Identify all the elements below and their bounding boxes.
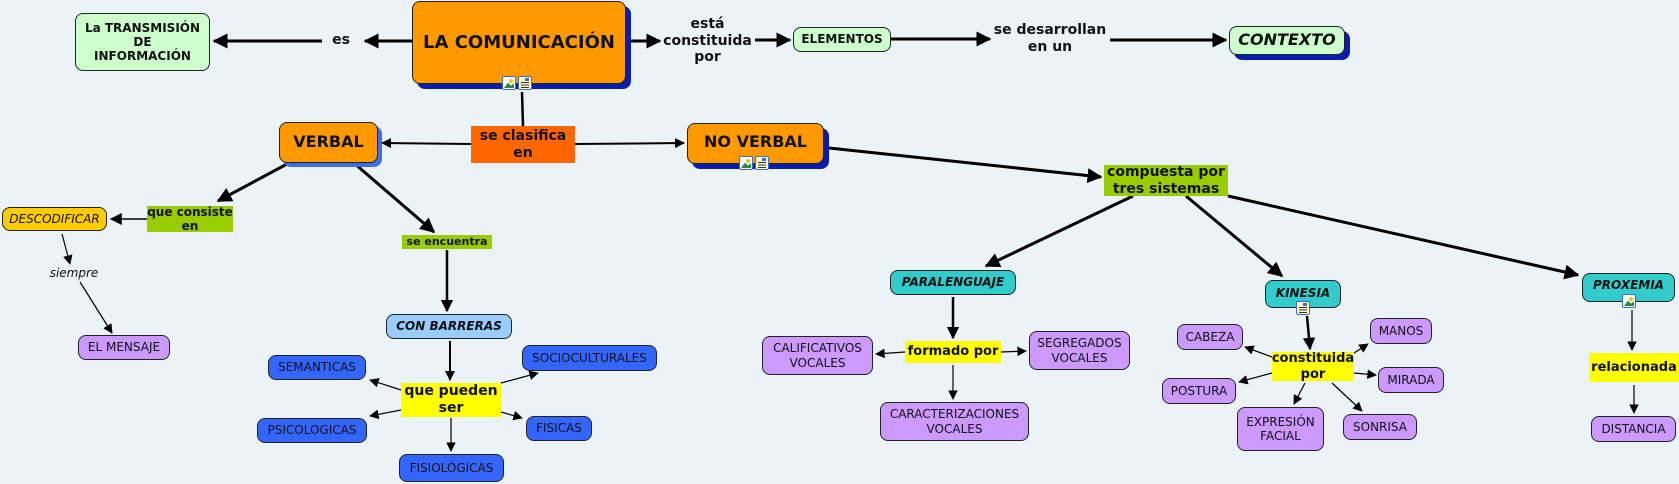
concept-con-barreras[interactable]: CON BARRERAS <box>386 314 512 339</box>
edge-compuesta-paralenguaje <box>984 194 1134 268</box>
concept-elementos[interactable]: ELEMENTOS <box>793 27 891 52</box>
phrase-constituida-por: constituida por <box>1271 351 1355 382</box>
concept-calificativos-vocales[interactable]: CALIFICATIVOS VOCALES <box>762 336 873 375</box>
phrase-que-consiste-en: que consiste en <box>147 204 233 233</box>
no-verbal-resources <box>739 156 769 170</box>
concept-caracterizaciones-vocales[interactable]: CARACTERIZACIONES VOCALES <box>880 402 1029 441</box>
concept-contexto[interactable]: CONTEXTO <box>1229 26 1345 55</box>
edge-compuesta-proxemia <box>1227 194 1580 280</box>
concept-semanticas[interactable]: SEMANTICAS <box>268 355 366 380</box>
concept-cabeza[interactable]: CABEZA <box>1177 324 1243 350</box>
phrase-esta-constituida-por: está constituida por <box>663 16 752 66</box>
kinesia-resources <box>1296 301 1310 315</box>
phrase-se-desarrollan-en-un: se desarrollan en un <box>993 22 1107 55</box>
edge-pueden-fisicas <box>500 411 523 421</box>
concept-segregados-vocales[interactable]: SEGREGADOS VOCALES <box>1029 331 1130 370</box>
concept-distancia[interactable]: DISTANCIA <box>1591 416 1676 442</box>
document-icon[interactable] <box>1296 301 1310 315</box>
concept-paralenguaje[interactable]: PARALENGUAJE <box>890 270 1016 295</box>
edge-clasifica-verbal <box>381 138 472 149</box>
concept-la-comunicacion[interactable]: LA COMUNICACIÓN <box>412 1 626 84</box>
image-icon[interactable] <box>739 156 753 170</box>
proxemia-resources <box>1622 294 1636 308</box>
edge-constituida-manos <box>1353 343 1369 354</box>
edge-pueden-socioculturales <box>500 370 539 384</box>
document-icon[interactable] <box>518 76 532 90</box>
phrase-es: es <box>332 31 350 48</box>
edge-noverbal-compuesta <box>828 146 1103 184</box>
phrase-se-clasifica-en: se clasifica en <box>471 126 575 163</box>
concept-mirada[interactable]: MIRADA <box>1378 367 1444 393</box>
document-icon[interactable] <box>755 156 769 170</box>
edge-constituida-postura <box>1238 372 1273 385</box>
phrase-compuesta-por-tres-sistemas: compuesta por tres sistemas <box>1104 164 1228 197</box>
edge-constituida-mirada <box>1353 369 1377 379</box>
edge-compuesta-kinesia <box>1185 194 1284 278</box>
edge-constituida-sonrisa <box>1331 382 1363 412</box>
concept-fisiologicas[interactable]: FISIOLÓGICAS <box>399 454 504 482</box>
edge-formado-segregados <box>1000 346 1027 357</box>
edge-siempre-mensaje <box>79 281 113 334</box>
edge-pueden-semanticas <box>369 378 402 391</box>
concept-fisicas[interactable]: FISICAS <box>526 416 592 441</box>
edge-kinesia-constituida <box>1302 315 1316 351</box>
edge-comunicacion-clasifica <box>520 91 525 127</box>
image-icon[interactable] <box>1622 294 1636 308</box>
concept-psicologicas[interactable]: PSICOLOGICAS <box>257 418 367 443</box>
phrase-formado-por: formado por <box>905 341 1001 363</box>
concept-socioculturales[interactable]: SOCIOCULTURALES <box>522 345 657 371</box>
edge-pueden-psicologicas <box>369 409 402 420</box>
edge-constituida-cabeza <box>1244 345 1273 358</box>
edge-verbal-encuentra <box>354 162 436 234</box>
edge-clasifica-noverbal <box>574 138 685 149</box>
edge-descodificar-siempre <box>61 233 73 265</box>
edge-formado-calificativos <box>875 348 906 359</box>
concept-transmision-informacion[interactable]: La TRANSMISIÓN DE INFORMACIÓN <box>75 13 210 71</box>
concept-el-mensaje[interactable]: EL MENSAJE <box>78 335 170 360</box>
phrase-que-pueden-ser: que pueden ser <box>401 383 501 417</box>
concept-manos[interactable]: MANOS <box>1370 318 1432 344</box>
phrase-se-encuentra: se encuentra <box>402 235 492 249</box>
comunicacion-resources <box>502 76 532 90</box>
concept-postura[interactable]: POSTURA <box>1162 378 1236 404</box>
phrase-relacionada: relacionada <box>1589 353 1679 382</box>
concept-sonrisa[interactable]: SONRISA <box>1343 414 1417 440</box>
edge-constituida-expresion <box>1293 382 1306 405</box>
concept-no-verbal[interactable]: NO VERBAL <box>687 123 824 164</box>
concept-descodificar[interactable]: DESCODIFICAR <box>2 207 107 231</box>
concept-expresion-facial[interactable]: EXPRESIÓN FACIAL <box>1237 407 1324 451</box>
phrase-siempre: siempre <box>49 265 99 280</box>
edge-verbal-consiste <box>216 162 288 203</box>
concept-verbal[interactable]: VERBAL <box>279 122 378 163</box>
image-icon[interactable] <box>502 76 516 90</box>
